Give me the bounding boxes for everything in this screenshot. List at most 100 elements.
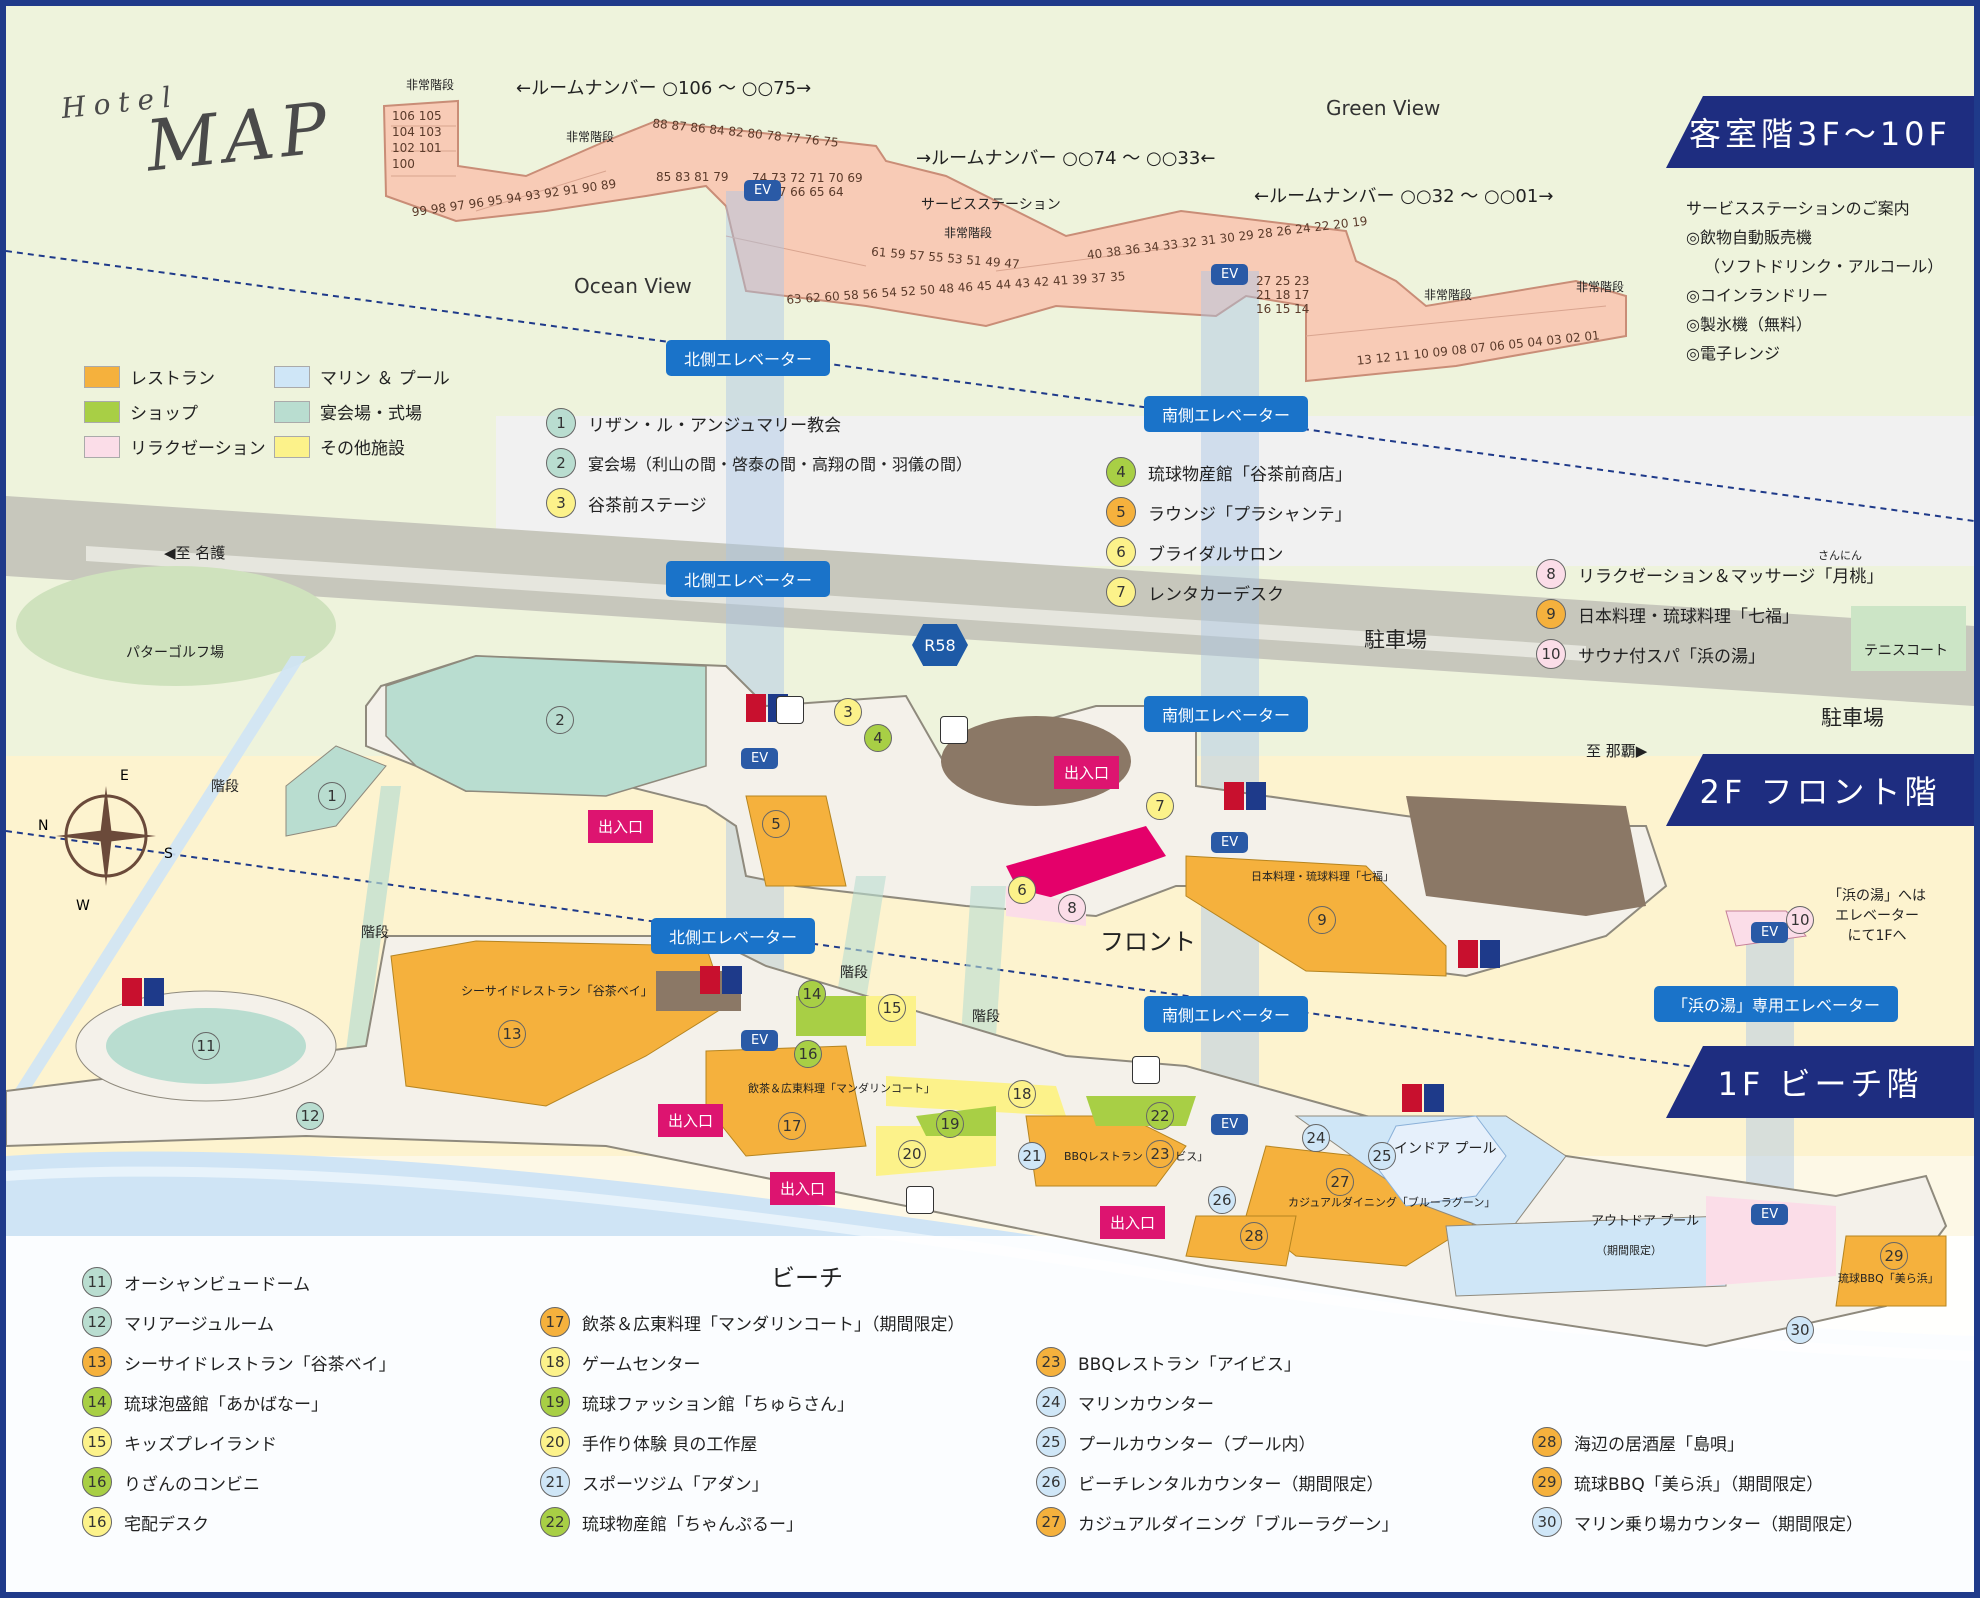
- category-label: ショップ: [130, 404, 198, 424]
- legend-label: ビーチレンタルカウンター（期間限定）: [1078, 1474, 1384, 1495]
- facility-label: ブライダルサロン: [1148, 544, 1284, 565]
- service-info-item: （ソフトドリンク・アルコール）: [1704, 257, 1944, 276]
- ev-tag-2f-spa: EV: [1751, 922, 1789, 943]
- legend-number: 17: [540, 1307, 570, 1337]
- legend-label: スポーツジム「アダン」: [582, 1474, 769, 1495]
- south-elevator-label-3: 南側エレベーター: [1144, 996, 1309, 1032]
- route-58-sign: R58: [912, 624, 968, 666]
- banner-guest-floor: 客室階3F〜10F: [1666, 96, 1974, 168]
- beach-label: ビーチ: [771, 1264, 843, 1292]
- grey-zone: [496, 416, 1974, 566]
- smoking-area-icon: [1132, 1056, 1160, 1084]
- legend-item: 21 スポーツジム「アダン」: [540, 1462, 965, 1502]
- tennis-court-area: [1851, 606, 1966, 671]
- ibis-map-label: BBQレストラン「アイビス」: [1064, 1150, 1209, 1163]
- chanpuru-22: [1086, 1096, 1196, 1126]
- legend-label: 琉球ファッション館「ちゅらさん」: [582, 1394, 854, 1415]
- ev-tag-1f-spa: EV: [1751, 1204, 1789, 1225]
- facility-5: 5 ラウンジ「プラシャンテ」: [1106, 497, 1352, 527]
- legend-label: 琉球BBQ「美ら浜」（期間限定）: [1574, 1474, 1824, 1495]
- service-info-title: サービスステーションのご案内: [1686, 199, 1910, 218]
- compass-s: S: [164, 846, 173, 862]
- facility-number: 7: [1106, 577, 1136, 607]
- entrance-banquet: 出入口: [588, 810, 654, 843]
- front-desk: [1006, 826, 1166, 906]
- legend-label: 海辺の居酒屋「島唄」: [1574, 1434, 1744, 1455]
- marker-4: 4: [864, 724, 892, 752]
- legend-label: オーシャンビュードーム: [124, 1274, 311, 1295]
- category-marine-pool: マリン ＆ プール: [274, 364, 450, 389]
- category-swatch: [274, 365, 310, 388]
- emergency-stairs-3: 非常階段: [944, 226, 993, 240]
- marker-14: 14: [798, 980, 826, 1008]
- marker-15: 15: [878, 994, 906, 1022]
- facility-label: 谷茶前ステージ: [588, 495, 707, 516]
- marker-2: 2: [546, 706, 574, 734]
- room-range-3: ←ルームナンバー ○○32 〜 ○○01→: [1254, 186, 1554, 207]
- spa-elevator-label: 「浜の湯」専用エレベーター: [1654, 986, 1899, 1022]
- marker-5: 5: [762, 810, 790, 838]
- legend-number: 21: [540, 1467, 570, 1497]
- emergency-stairs-1: 非常階段: [406, 78, 455, 92]
- facility-number: 8: [1536, 559, 1566, 589]
- service-info-item: ◎コインランドリー: [1686, 286, 1828, 305]
- north-elevator-label-3: 北側エレベーター: [651, 918, 816, 954]
- category-swatch: [84, 400, 120, 423]
- entrance-1f-west: 出入口: [658, 1104, 724, 1137]
- front-desk-label: フロント: [1100, 928, 1196, 956]
- marker-23: 23: [1146, 1140, 1174, 1168]
- spa-note-line: にて1Fへ: [1847, 928, 1907, 944]
- service-info: サービスステーションのご案内 ◎飲物自動販売機 （ソフトドリンク・アルコール） …: [1686, 194, 1943, 368]
- map-canvas: [6, 6, 1974, 1592]
- legend-number: 16: [82, 1507, 112, 1537]
- category-other: その他施設: [274, 434, 405, 459]
- banner-beach-floor: 1F ビーチ階: [1666, 1046, 1974, 1118]
- marker-24: 24: [1302, 1124, 1330, 1152]
- legend-number: 27: [1036, 1507, 1066, 1537]
- facility-number: 5: [1106, 497, 1136, 527]
- spa-note-line: エレベーター: [1835, 908, 1919, 924]
- category-banquet: 宴会場・式場: [274, 399, 422, 424]
- tancha-bay-map-label: シーサイドレストラン「谷茶ベイ」: [461, 984, 653, 998]
- marker-18: 18: [1008, 1080, 1036, 1108]
- restroom-icon: [1224, 782, 1268, 810]
- churahama-29: [1835, 1235, 1947, 1307]
- legend-number: 30: [1532, 1507, 1562, 1537]
- category-restaurant: レストラン: [84, 364, 215, 389]
- marker-13: 13: [498, 1020, 526, 1048]
- facility-label: 日本料理・琉球料理「七福」: [1578, 606, 1799, 627]
- facility-number: 10: [1536, 639, 1566, 669]
- marker-17: 17: [778, 1112, 806, 1140]
- facility-label: リザン・ル・アンジュマリー教会: [588, 415, 842, 436]
- legend-label: 宅配デスク: [124, 1514, 209, 1535]
- marker-20: 20: [898, 1140, 926, 1168]
- compass-e: E: [120, 768, 129, 784]
- facility-8-ruby: さんにん: [1818, 549, 1862, 562]
- frontage-road: [86, 546, 1586, 661]
- category-swatch: [84, 365, 120, 388]
- parking-label-2: 駐車場: [1821, 706, 1884, 730]
- legend-label: プールカウンター（プール内）: [1078, 1434, 1316, 1455]
- marker-30: 30: [1786, 1316, 1814, 1344]
- churahama-map-label: 琉球BBQ「美ら浜」: [1838, 1272, 1939, 1285]
- back-of-house: [1406, 796, 1646, 916]
- marker-12: 12: [296, 1102, 324, 1130]
- facility-label: ラウンジ「プラシャンテ」: [1148, 504, 1352, 525]
- service-info-item: ◎電子レンジ: [1686, 344, 1780, 363]
- green-view-label: Green View: [1326, 96, 1441, 120]
- ev-tag-2f-north: EV: [741, 748, 779, 769]
- facility-number: 6: [1106, 537, 1136, 567]
- legend-label: りざんのコンビニ: [124, 1474, 260, 1495]
- legend-number: 12: [82, 1307, 112, 1337]
- legend-number: 19: [540, 1387, 570, 1417]
- spa-1f: [1706, 1196, 1836, 1286]
- restroom-icon: [700, 966, 744, 994]
- marker-3: 3: [834, 698, 862, 726]
